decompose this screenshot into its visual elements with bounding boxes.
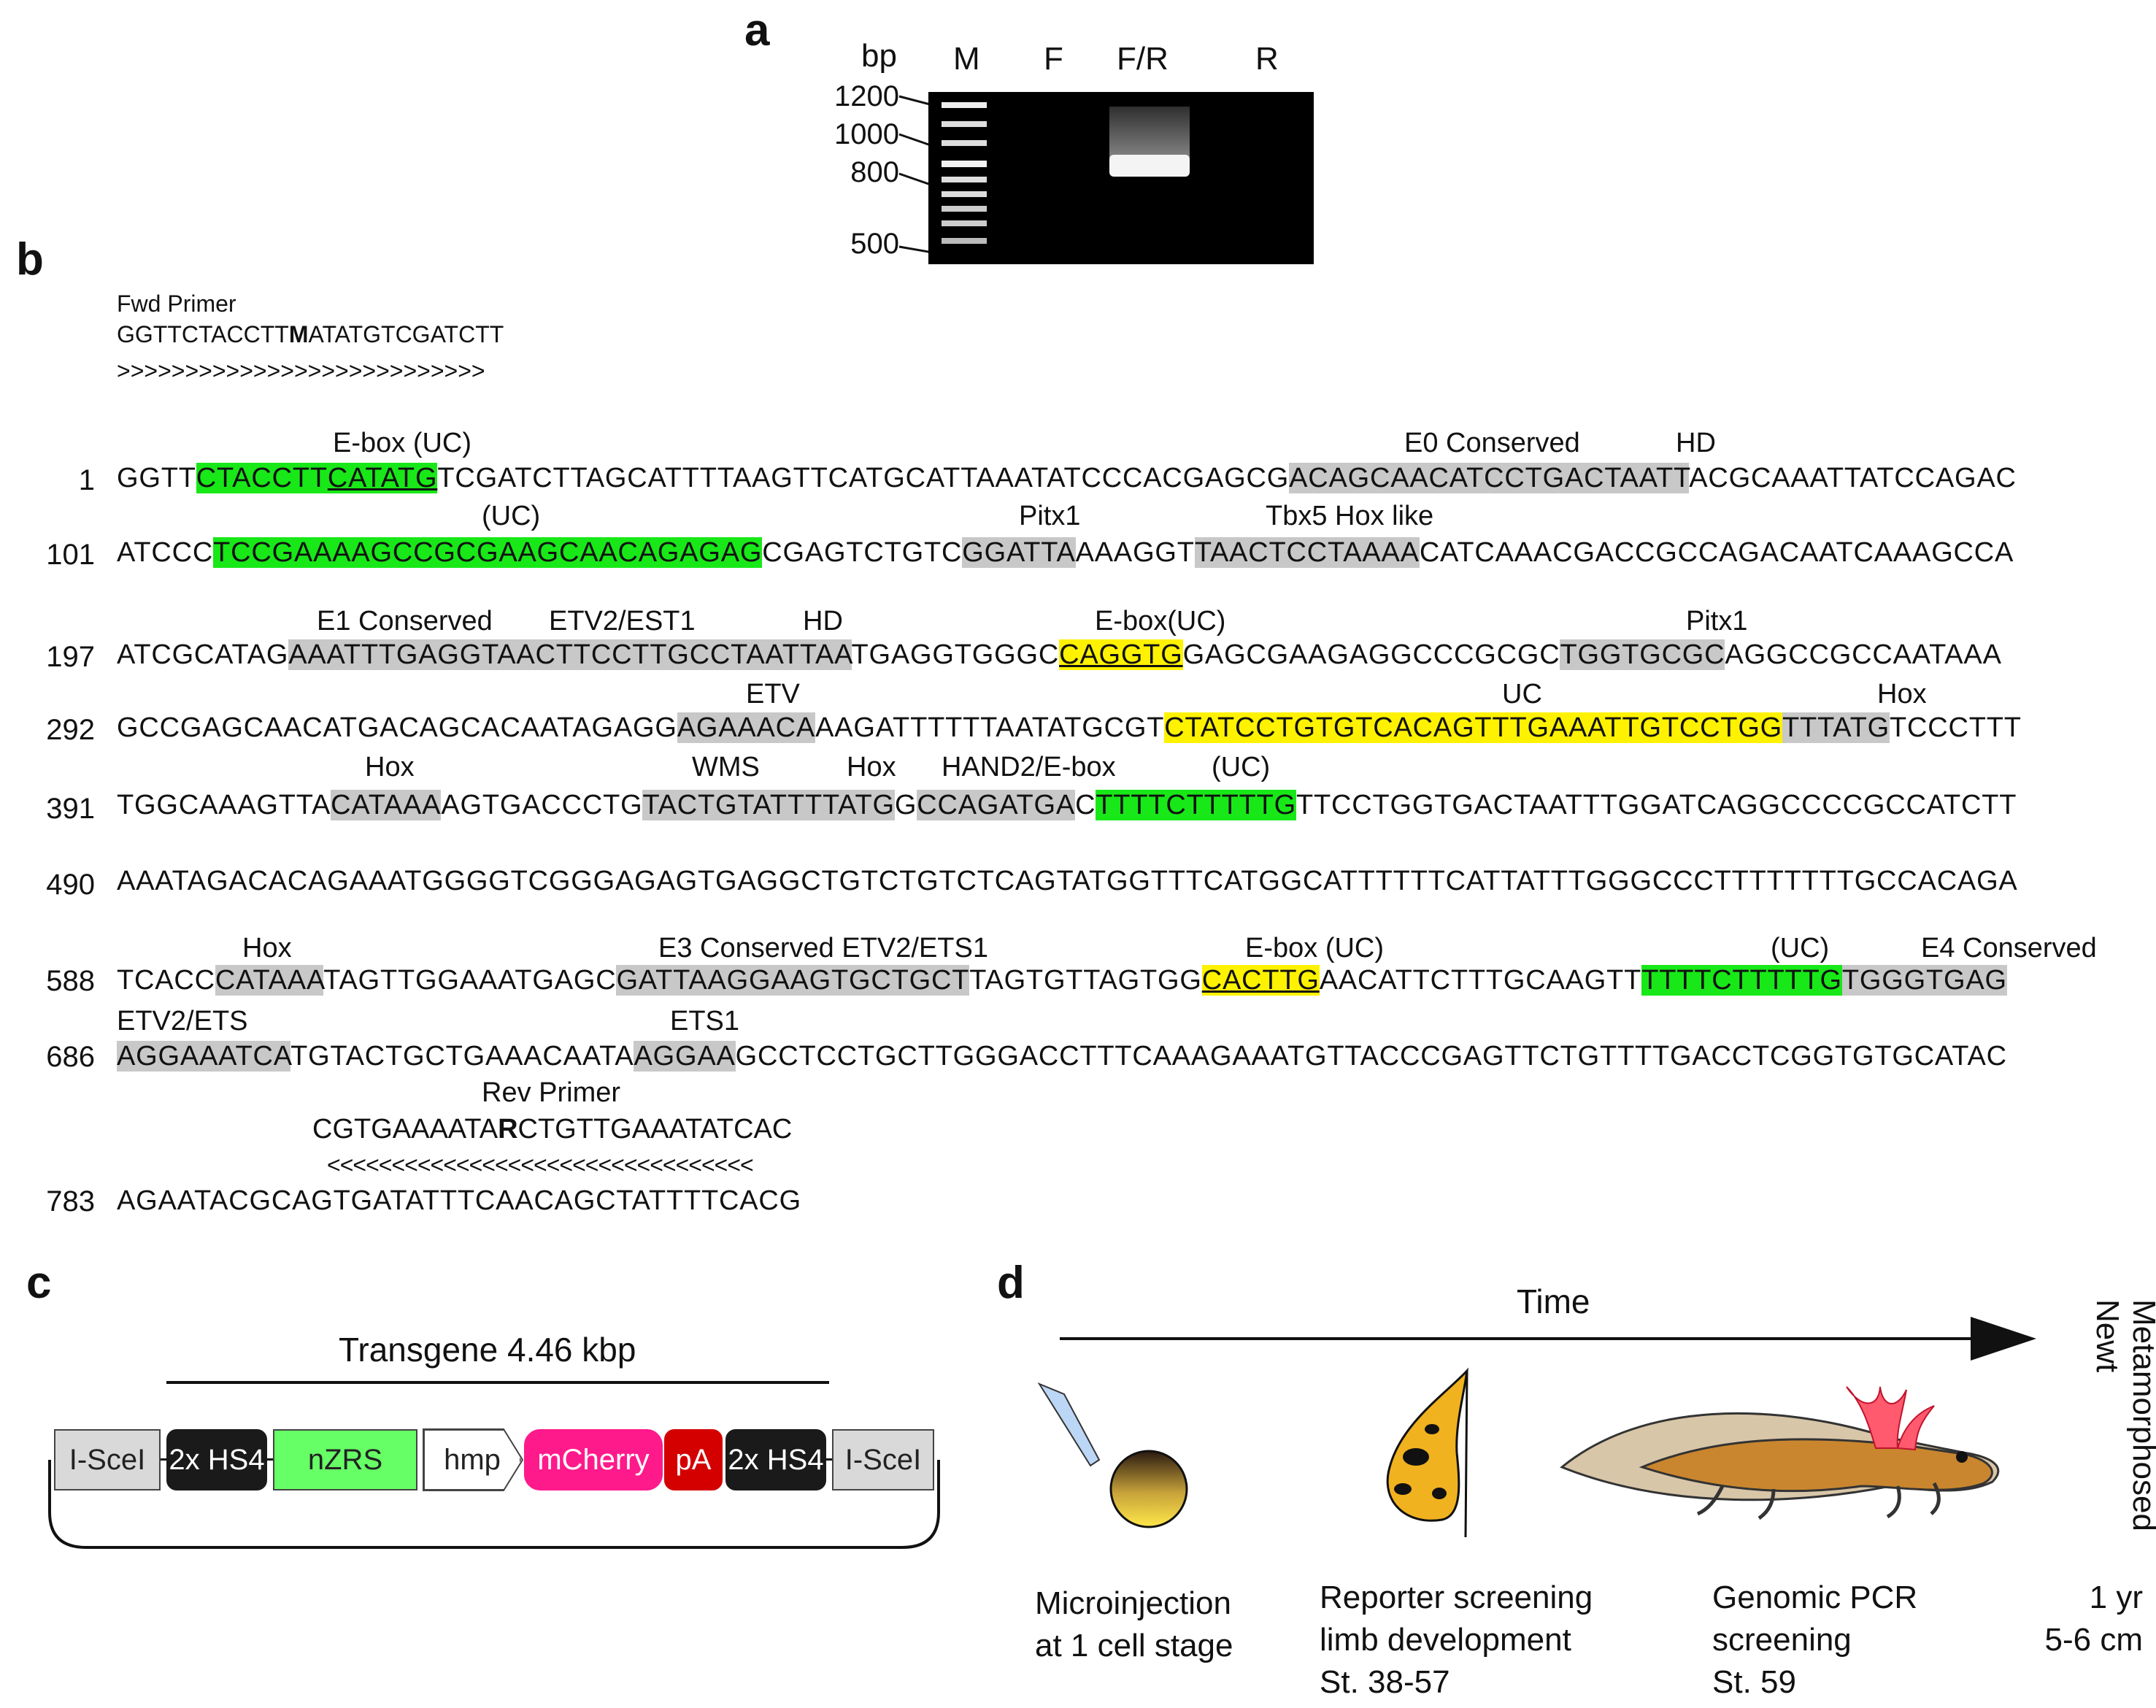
gel-lane-m: M [953, 41, 980, 77]
ann-pitx1-2: Pitx1 [1686, 606, 1748, 636]
seq-line-292: GCCGAGCAACATGACAGCACAATAGAGGAGAAACAAAGAT… [117, 712, 2022, 743]
rev-primer-title: Rev Primer [482, 1077, 621, 1108]
ann-tbx5-hox-like: Tbx5 Hox like [1266, 501, 1434, 531]
seq-line-686: AGGAAATCATGTACTGCTGAAACAATAAGGAAGCCTCCTG… [117, 1041, 2007, 1072]
egg-icon [1109, 1450, 1188, 1528]
construct-linker [826, 1458, 832, 1461]
gel-image [928, 92, 1314, 264]
construct-hmp: hmp [423, 1429, 521, 1490]
construct-linker [267, 1458, 273, 1461]
ann-pitx1: Pitx1 [1019, 501, 1081, 531]
ann-uc-4: UC [1502, 679, 1542, 709]
transgene-bar [166, 1381, 829, 1384]
gel-bp-label: bp [861, 38, 897, 74]
ann-e3-conserved: E3 Conserved ETV2/ETS1 [658, 933, 988, 963]
line-number-490: 490 [46, 869, 95, 901]
gel-lane-r: R [1255, 41, 1279, 77]
construct-hs4-left: 2x HS4 [166, 1429, 267, 1490]
ann-etv2-est1: ETV2/EST1 [549, 606, 696, 636]
gel-size-1200: 1200 [834, 80, 899, 112]
ann-ets1: ETS1 [670, 1006, 740, 1036]
line-number-197: 197 [46, 641, 95, 673]
line-number-1: 1 [78, 464, 95, 496]
seq-line-783: AGAATACGCAGTGATATTTCAACAGCTATTTTCACG [117, 1185, 801, 1216]
construct-isce1-left: I-SceI [54, 1429, 161, 1490]
rev-primer-arrows: <<<<<<<<<<<<<<<<<<<<<<<<<<<<<<<<< [327, 1152, 754, 1178]
needle-icon [1037, 1382, 1101, 1467]
seq-line-101: ATCCCTCCGAAAAGCCGCGAAGCAACAGAGAGCGAGTCTG… [117, 537, 2014, 568]
construct-mcherry: mCherry [524, 1429, 663, 1490]
construct-pa: pA [664, 1429, 723, 1490]
ann-wms: WMS [692, 752, 760, 782]
gel-lane-fr: F/R [1117, 41, 1169, 77]
timeline-axis-label: Time [1517, 1282, 1590, 1320]
ann-uc-7: (UC) [1771, 933, 1830, 963]
ann-e4-conserved: E4 Conserved [1921, 933, 2097, 963]
ann-ebox-uc: E-box (UC) [333, 428, 472, 458]
construct-nzrs: nZRS [273, 1429, 417, 1490]
line-number-292: 292 [46, 714, 95, 746]
line-number-101: 101 [46, 539, 95, 571]
panel-label-b: b [16, 234, 44, 285]
ann-ebox-uc-2: E-box(UC) [1095, 606, 1226, 636]
panel-label-a: a [744, 5, 770, 55]
ann-etv: ETV [746, 679, 800, 709]
ann-uc-2: (UC) [482, 501, 541, 531]
seq-line-490: AAATAGACACAGAAATGGGGTCGGGAGAGTGAGGCTGTCT… [117, 866, 2018, 896]
ann-uc-5: (UC) [1212, 752, 1271, 782]
panel-label-d: d [997, 1258, 1025, 1308]
ann-etv2-ets: ETV2/ETS [117, 1006, 248, 1036]
microinjection-illustration [1037, 1382, 1188, 1528]
construct-hmp-outline [423, 1428, 524, 1491]
seq-line-588: TCACCCATAAATAGTTGGAAATGAGCGATTAAGGAAGTGC… [117, 965, 2007, 996]
gel-size-500: 500 [850, 228, 899, 260]
gel-lane-f: F [1044, 41, 1063, 77]
ann-hox-7: Hox [242, 933, 292, 963]
ann-hd-2: HD [803, 606, 843, 636]
ann-hox-5a: Hox [365, 752, 415, 782]
fwd-primer-arrows: >>>>>>>>>>>>>>>>>>>>>>>>>>> [117, 358, 485, 384]
plasmid-backbone [48, 1460, 940, 1549]
gel-size-1000: 1000 [834, 118, 899, 150]
fwd-primer-seq: GGTTCTACCTTMATATGTCGATCTT [117, 321, 504, 347]
seq-line-391: TGGCAAAGTTACATAAAAGTGACCCTGTACTGTATTTTAT… [117, 790, 2017, 820]
ann-hox-5b: Hox [847, 752, 896, 782]
gel-size-ticks [898, 95, 933, 254]
gel-marker-ladder [942, 102, 987, 244]
gel-fr-band [1109, 107, 1190, 177]
ann-hand2-ebox: HAND2/E-box [942, 752, 1116, 782]
ann-ebox-uc-7: E-box (UC) [1245, 933, 1385, 963]
line-number-686: 686 [46, 1041, 95, 1073]
panel-label-c: c [26, 1258, 52, 1308]
ann-hox-4: Hox [1877, 679, 1927, 709]
construct-isce1-right: I-SceI [832, 1429, 934, 1490]
gel-size-800: 800 [850, 156, 899, 188]
line-number-391: 391 [46, 793, 95, 825]
line-number-783: 783 [46, 1185, 95, 1217]
seq-line-197: ATCGCATAGAAATTTGAGGTAACTTCCTTGCCTAATTAAT… [117, 639, 2002, 670]
ann-e0-conserved: E0 Conserved [1404, 428, 1580, 458]
embryo-illustration [1386, 1367, 1469, 1538]
line-number-588: 588 [46, 965, 95, 997]
ann-hd: HD [1676, 428, 1716, 458]
construct-title: Transgene 4.46 kbp [339, 1331, 636, 1369]
larva-illustration [1560, 1386, 2000, 1520]
construct-hs4-right: 2x HS4 [725, 1429, 826, 1490]
construct-linker [161, 1458, 166, 1461]
timeline-arrow [1060, 1317, 2036, 1361]
fwd-primer-title: Fwd Primer [117, 291, 236, 317]
ann-e1-conserved: E1 Conserved [317, 606, 493, 636]
seq-line-1: GGTTCTACCTTCATATGTCGATCTTAGCATTTTAAGTTCA… [117, 463, 2017, 493]
rev-primer-seq: CGTGAAAATARCTGTTGAAATATCAC [312, 1114, 793, 1145]
